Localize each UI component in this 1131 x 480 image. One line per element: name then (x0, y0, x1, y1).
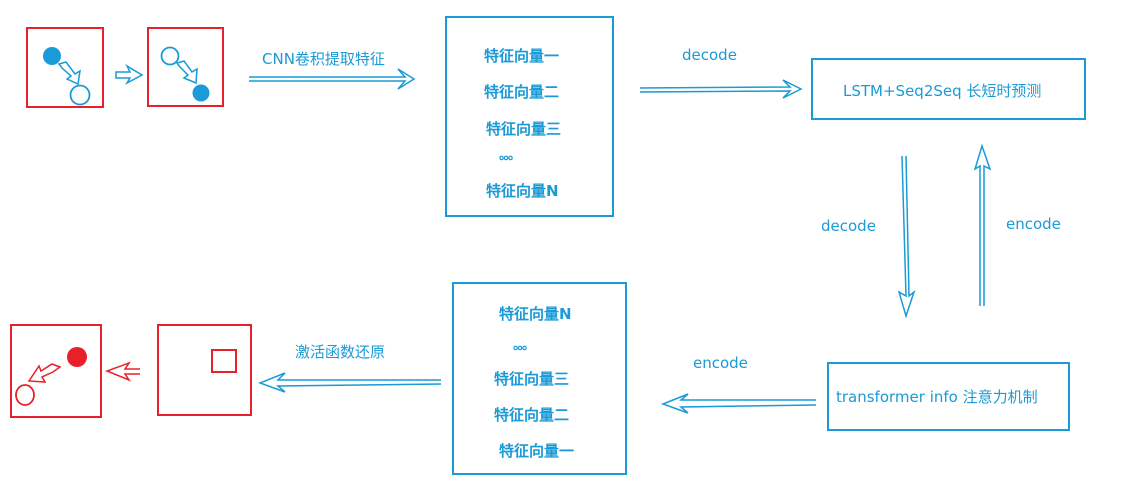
feature-item-top: 特征向量一 (484, 47, 560, 65)
motion-arrow-2 (175, 60, 198, 85)
encode-label-bottom: encode (693, 354, 748, 372)
hollow-dot-2 (160, 46, 180, 66)
cnn-label: CNN卷积提取特征 (262, 50, 385, 68)
transformer-box (827, 362, 1070, 431)
output-frame-2 (157, 324, 252, 416)
red-filled-dot (67, 347, 87, 367)
output-frame-1 (10, 324, 102, 418)
filled-dot-1 (43, 47, 61, 65)
decode-label-top: decode (682, 46, 737, 64)
hollow-dot-1 (69, 84, 91, 106)
decode-arrow-down (897, 155, 916, 319)
feature-item-top: 特征向量二 (484, 83, 560, 101)
encode-arrow-bottom (660, 393, 817, 414)
red-square-marker (211, 349, 237, 373)
red-hollow-dot (15, 384, 35, 406)
input-frame-2 (147, 27, 224, 107)
encode-label-side: encode (1006, 215, 1061, 233)
feature-item-top: 特征向量三 (486, 120, 562, 138)
filled-dot-2 (192, 84, 210, 102)
activation-label: 激活函数还原 (295, 343, 386, 361)
activation-arrow (257, 372, 442, 393)
feature-item-bottom: 特征向量二 (494, 406, 570, 424)
motion-arrow-1 (57, 61, 81, 86)
decode-arrow-top (639, 79, 803, 99)
feature-ellipsis-top: 。。。 (499, 148, 521, 163)
red-small-arrow (104, 361, 140, 382)
encode-arrow-up (973, 143, 992, 306)
feature-vector-box-bottom (452, 282, 627, 475)
cnn-arrow (249, 68, 416, 90)
feature-vector-box-top (445, 16, 614, 217)
lstm-box-label: LSTM+Seq2Seq 长短时预测 (843, 82, 1042, 100)
decode-label-side: decode (821, 217, 876, 235)
feature-item-bottom: 特征向量三 (494, 370, 570, 388)
feature-item-bottom: 特征向量N (499, 305, 572, 323)
feature-item-bottom: 特征向量一 (499, 442, 575, 460)
input-frame-1 (26, 27, 104, 108)
lstm-box (811, 58, 1086, 120)
feature-item-top: 特征向量N (486, 182, 559, 200)
small-arrow-between-frames (115, 64, 144, 85)
feature-ellipsis-bottom: 。。。 (513, 338, 535, 353)
red-motion-arrow (27, 363, 62, 383)
transformer-box-label: transformer info 注意力机制 (836, 388, 1038, 406)
